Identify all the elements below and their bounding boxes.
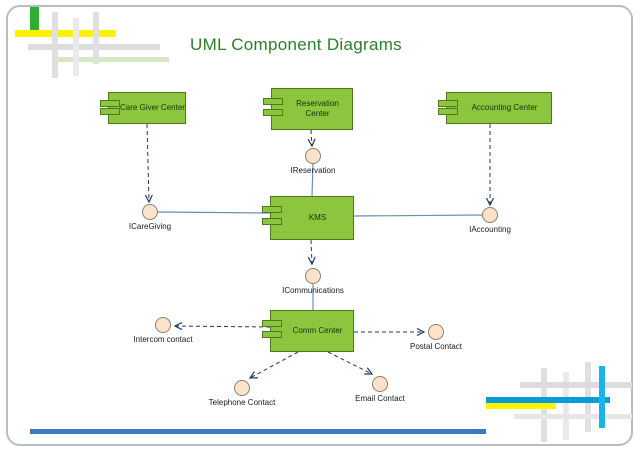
edge-commcenter-to-intercom	[175, 326, 271, 327]
decoration-yellow-bar	[15, 30, 116, 37]
interface-label: Email Contact	[355, 394, 405, 403]
edge-icaregiving-to-kms	[157, 211, 271, 214]
component-label: Comm Center	[292, 326, 343, 335]
interface-icaregiving[interactable]: ICareGiving	[129, 204, 171, 231]
component-kms[interactable]: KMS	[262, 196, 354, 240]
decoration-cyan-bar	[599, 366, 605, 428]
interface-label: IAccounting	[469, 225, 511, 234]
component-tab-icon	[262, 218, 282, 225]
component-tab-icon	[438, 108, 458, 115]
interface-circle-icon	[372, 376, 388, 392]
component-label: Accounting Center	[471, 103, 538, 112]
edge-reservation-to-ireservation	[311, 129, 312, 146]
component-tab-icon	[262, 331, 282, 338]
component-label: Reservation Center	[296, 99, 339, 118]
component-tab-icon	[100, 99, 120, 107]
decoration-gray-bar	[514, 414, 632, 419]
edge-caregiver-to-icaregiving	[147, 123, 149, 202]
component-tab-icon	[262, 206, 282, 214]
interface-icommunications[interactable]: ICommunications	[282, 268, 344, 295]
component-tab-icon	[438, 99, 458, 107]
interface-circle-icon	[482, 207, 498, 223]
interface-iaccounting[interactable]: IAccounting	[469, 207, 511, 234]
interface-email-contact[interactable]: Email Contact	[355, 376, 405, 403]
component-tab-icon	[262, 319, 282, 327]
interface-label: ICareGiving	[128, 222, 172, 231]
interface-label: Postal Contact	[409, 342, 463, 351]
interface-circle-icon	[305, 268, 321, 284]
component-tab-icon	[100, 108, 120, 115]
decoration-gray-bar	[93, 12, 99, 64]
component-label: KMS	[308, 213, 327, 222]
component-accounting-center[interactable]: Accounting Center	[438, 92, 552, 124]
component-label: Care Giver Center	[120, 103, 185, 112]
component-tab-icon	[263, 97, 283, 105]
decoration-gray-bar	[520, 382, 632, 388]
interface-label: IReservation	[290, 166, 336, 175]
component-comm-center[interactable]: Comm Center	[262, 310, 354, 352]
edge-iaccounting-to-kms	[353, 214, 483, 217]
component-tab-icon	[263, 109, 283, 116]
decoration-blue-bar	[486, 397, 610, 403]
component-reservation-center[interactable]: Reservation Center	[263, 88, 353, 130]
edge-ireservation-to-kms	[311, 163, 314, 197]
decoration-blue-line	[30, 429, 486, 434]
interface-ireservation[interactable]: IReservation	[291, 148, 335, 175]
decoration-lightgreen-bar	[55, 57, 169, 62]
interface-circle-icon	[234, 380, 250, 396]
edge-commcenter-to-email	[327, 351, 372, 374]
interface-circle-icon	[305, 148, 321, 164]
interface-label: ICommunications	[282, 286, 344, 295]
decoration-gray-bar	[52, 12, 58, 78]
interface-label: Telephone Contact	[208, 398, 276, 407]
edge-commcenter-to-telephone	[250, 351, 299, 378]
component-care-giver-center[interactable]: Care Giver Center	[100, 92, 186, 124]
decoration-gray-bar	[563, 372, 569, 440]
decoration-gray-bar	[73, 18, 79, 76]
interface-label: Intercom contact	[133, 335, 193, 344]
decoration-yellow-bar	[486, 403, 556, 409]
interface-postal-contact[interactable]: Postal Contact	[410, 324, 462, 351]
diagram-title: UML Component Diagrams	[190, 35, 402, 54]
interface-circle-icon	[142, 204, 158, 220]
interface-circle-icon	[155, 317, 171, 333]
interface-intercom-contact[interactable]: Intercom contact	[133, 317, 193, 344]
edge-kms-to-icommunications	[311, 239, 312, 264]
decoration-green-bar	[30, 7, 39, 31]
interface-circle-icon	[428, 324, 444, 340]
page-border	[6, 5, 633, 446]
interface-telephone-contact[interactable]: Telephone Contact	[209, 380, 275, 407]
